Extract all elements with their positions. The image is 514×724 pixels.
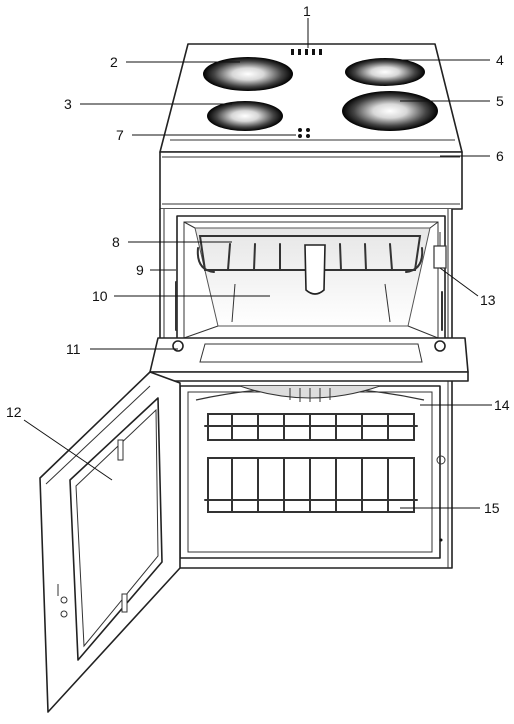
- hotplate-rear-left: [203, 57, 293, 91]
- label-15: 15: [484, 500, 500, 516]
- label-5: 5: [496, 93, 504, 109]
- label-13: 13: [480, 292, 496, 308]
- oven-fan-cover: [239, 385, 381, 402]
- hotplate-front-right: [342, 91, 438, 131]
- number-labels: 1 2 3 4 5 6 7 8 9 10 11 12 13 14 15: [6, 3, 510, 516]
- label-7: 7: [116, 127, 124, 143]
- label-12: 12: [6, 404, 22, 420]
- hob-control-dots: [298, 128, 310, 138]
- leader-lines: [23, 18, 492, 509]
- main-oven-cavity: [179, 385, 446, 559]
- main-oven-door: [39, 371, 181, 713]
- door-glass-clips: [117, 439, 128, 613]
- grill-pan-handle: [304, 244, 326, 295]
- label-6: 6: [496, 148, 504, 164]
- grill-compartment: [175, 215, 447, 345]
- control-panel: [159, 151, 463, 210]
- grill-door-hinge-right: [434, 340, 446, 352]
- label-4: 4: [496, 52, 504, 68]
- label-9: 9: [136, 262, 144, 278]
- grill-pan-grid: [196, 235, 424, 273]
- hob-indicator-marks: [291, 49, 322, 55]
- hotplate-front-left: [207, 101, 283, 131]
- hotplate-rear-right: [345, 58, 425, 86]
- label-2: 2: [110, 54, 118, 70]
- oven-shelf-lower: [204, 457, 418, 513]
- label-10: 10: [92, 288, 108, 304]
- label-3: 3: [64, 96, 72, 112]
- oven-shelf-upper: [204, 413, 418, 441]
- label-11: 11: [66, 341, 81, 357]
- grill-door: [149, 337, 469, 382]
- label-1: 1: [303, 3, 311, 19]
- label-8: 8: [112, 234, 120, 250]
- label-14: 14: [494, 397, 510, 413]
